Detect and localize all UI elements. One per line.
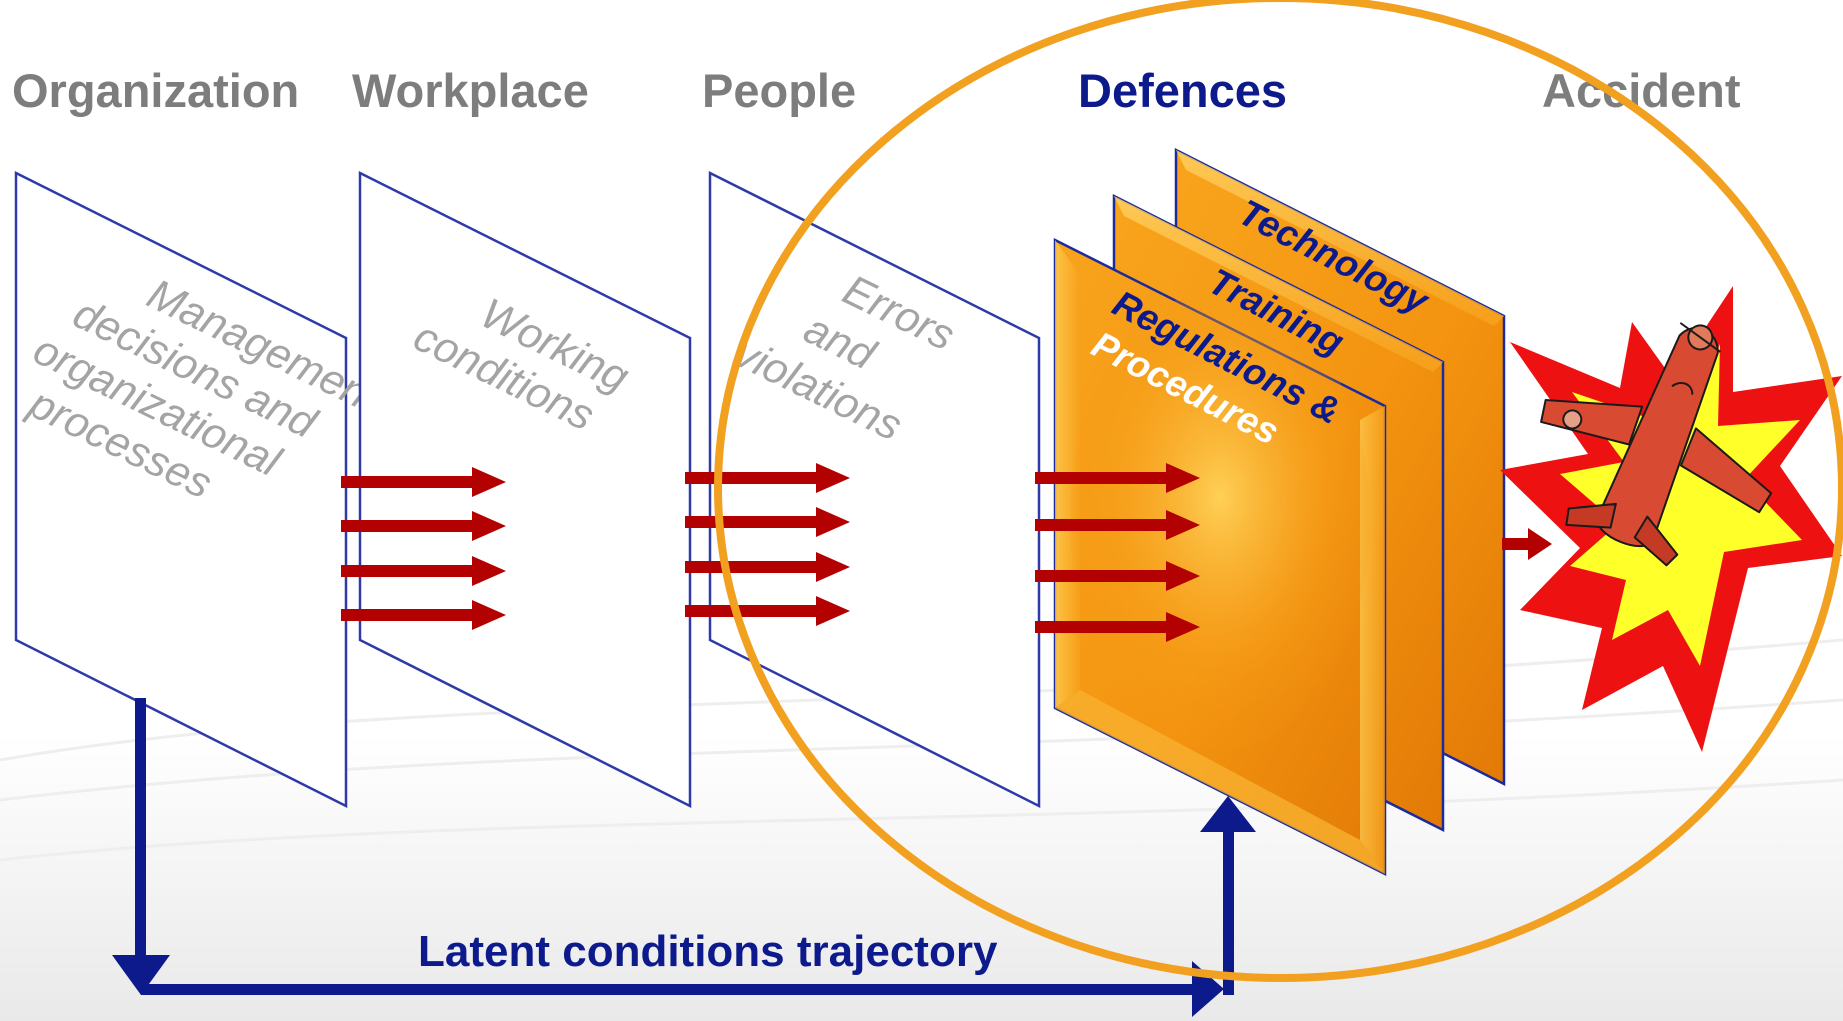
heading-defences: Defences <box>1078 64 1287 117</box>
plate-workplace: Working conditions <box>358 170 692 809</box>
red-arrow <box>1502 528 1552 560</box>
crashing-plane-icon <box>1540 322 1773 567</box>
heading-organization: Organization <box>12 64 299 117</box>
red-arrow <box>341 467 506 497</box>
red-arrow <box>341 556 506 586</box>
red-arrow <box>341 511 506 541</box>
arrows-defences <box>1035 463 1200 642</box>
red-arrow <box>1035 510 1200 540</box>
defence-layer-regulations <box>1053 237 1387 877</box>
red-arrow <box>341 600 506 630</box>
heading-people: People <box>702 64 856 117</box>
highlight-circle <box>714 0 1843 982</box>
heading-workplace: Workplace <box>352 64 589 117</box>
plate-people: Errors and violations <box>708 170 1041 809</box>
trajectory-label: Latent conditions trajectory <box>418 927 998 976</box>
red-arrow <box>685 552 850 582</box>
red-arrow <box>1035 463 1200 493</box>
red-arrow <box>1035 612 1200 642</box>
arrows-workplace <box>341 467 506 630</box>
red-arrow <box>685 596 850 626</box>
red-arrow <box>1035 561 1200 591</box>
